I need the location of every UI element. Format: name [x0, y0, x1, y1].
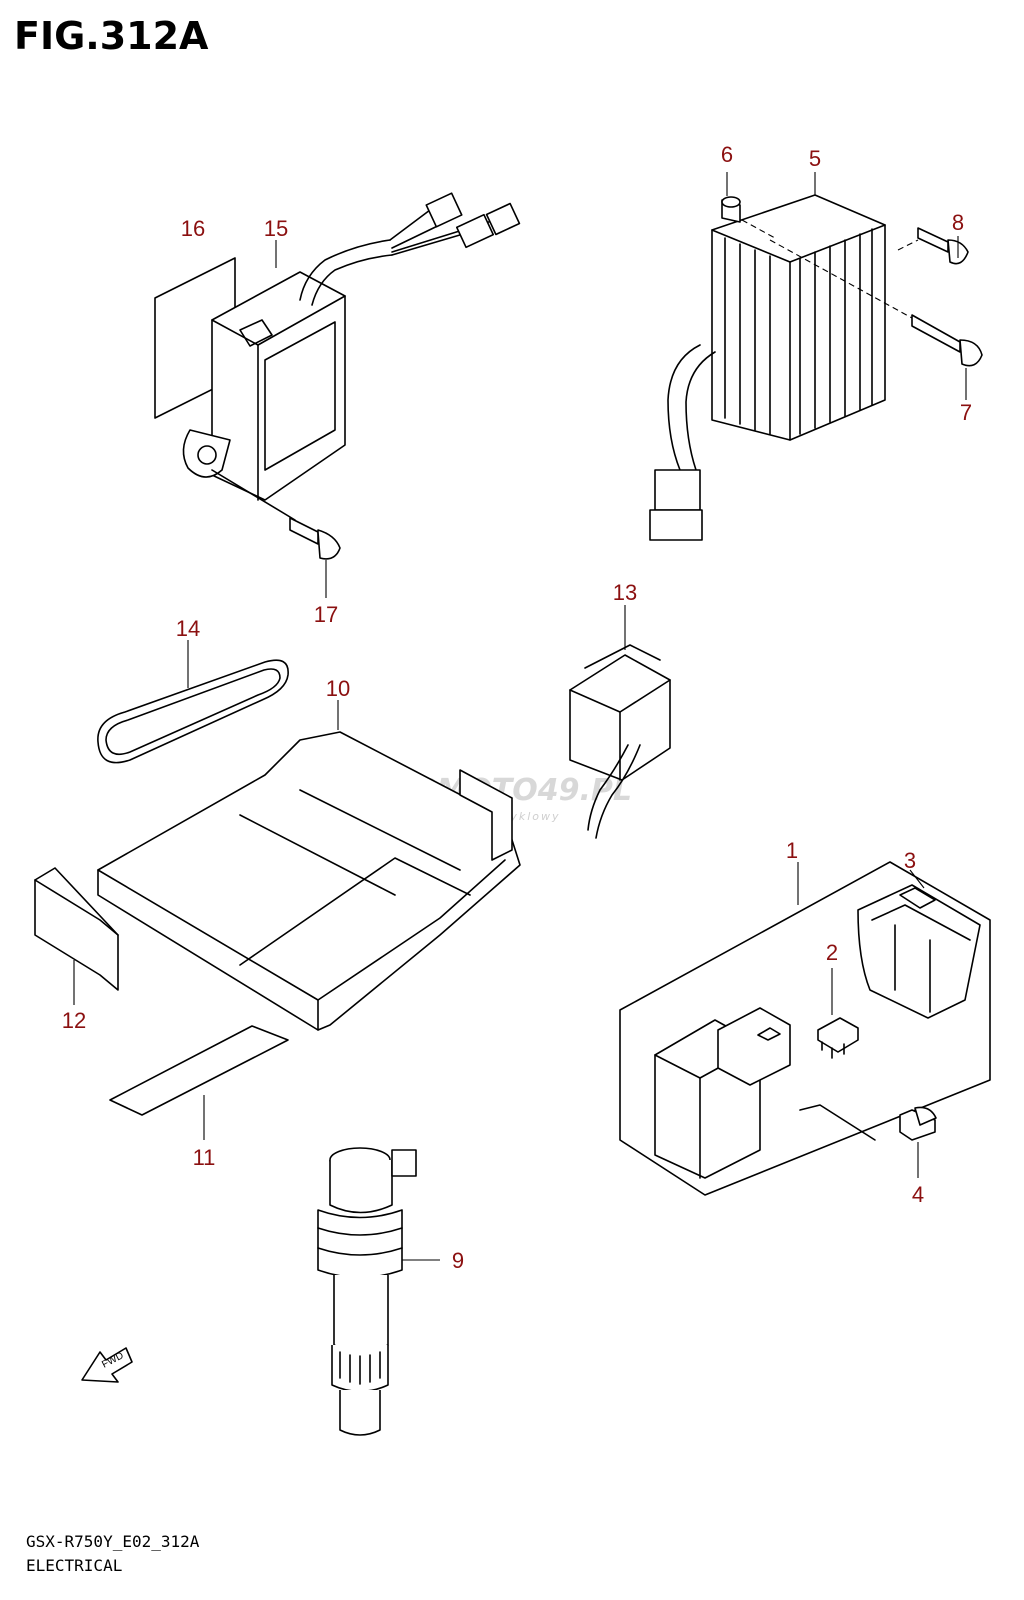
part-17-bolt[interactable] — [211, 469, 341, 598]
callout-1[interactable]: 1 — [786, 838, 798, 863]
callout-4[interactable]: 4 — [912, 1182, 924, 1207]
part-2-fuse[interactable] — [817, 968, 859, 1059]
part-3-fuse-cover[interactable] — [857, 869, 981, 1019]
part-5-regulator[interactable] — [649, 172, 886, 541]
part-4-screw[interactable] — [899, 1106, 937, 1178]
callout-11[interactable]: 11 — [193, 1145, 216, 1170]
callout-6[interactable]: 6 — [721, 142, 733, 167]
callout-13[interactable]: 13 — [613, 580, 637, 605]
part-8-bolt[interactable] — [897, 227, 969, 265]
figure-title: FIG.312A — [14, 14, 209, 58]
callout-12[interactable]: 12 — [62, 1008, 86, 1033]
callout-15[interactable]: 15 — [264, 216, 288, 241]
part-14-gasket[interactable] — [97, 640, 289, 764]
callout-10[interactable]: 10 — [326, 676, 350, 701]
callout-5[interactable]: 5 — [809, 146, 821, 171]
callout-9[interactable]: 9 — [452, 1248, 464, 1273]
part-11-strip[interactable] — [109, 1025, 289, 1140]
part-9-ignition-coil[interactable] — [317, 1147, 440, 1436]
callout-14[interactable]: 14 — [176, 616, 200, 641]
fwd-arrow: FWD — [81, 1347, 133, 1383]
callout-17[interactable]: 17 — [314, 602, 338, 627]
part-6-collar[interactable] — [721, 172, 776, 239]
part-7-bolt[interactable] — [769, 239, 983, 400]
part-10-ecu[interactable] — [97, 700, 521, 1031]
part-12-pad[interactable] — [34, 867, 119, 1005]
part-1-fuse-box-group[interactable] — [619, 861, 991, 1196]
part-15-control-unit[interactable] — [182, 192, 521, 501]
callout-7[interactable]: 7 — [960, 400, 972, 425]
model-code: GSX-R750Y_E02_312A — [26, 1532, 200, 1551]
section-name: ELECTRICAL — [26, 1556, 123, 1575]
part-13-relay[interactable] — [569, 605, 671, 839]
callout-2[interactable]: 2 — [826, 940, 838, 965]
callout-labels: 1 2 3 4 5 6 7 8 9 10 11 12 13 14 15 16 1… — [62, 142, 972, 1273]
callout-16[interactable]: 16 — [181, 216, 205, 241]
callout-3[interactable]: 3 — [904, 848, 916, 873]
callout-8[interactable]: 8 — [952, 210, 964, 235]
